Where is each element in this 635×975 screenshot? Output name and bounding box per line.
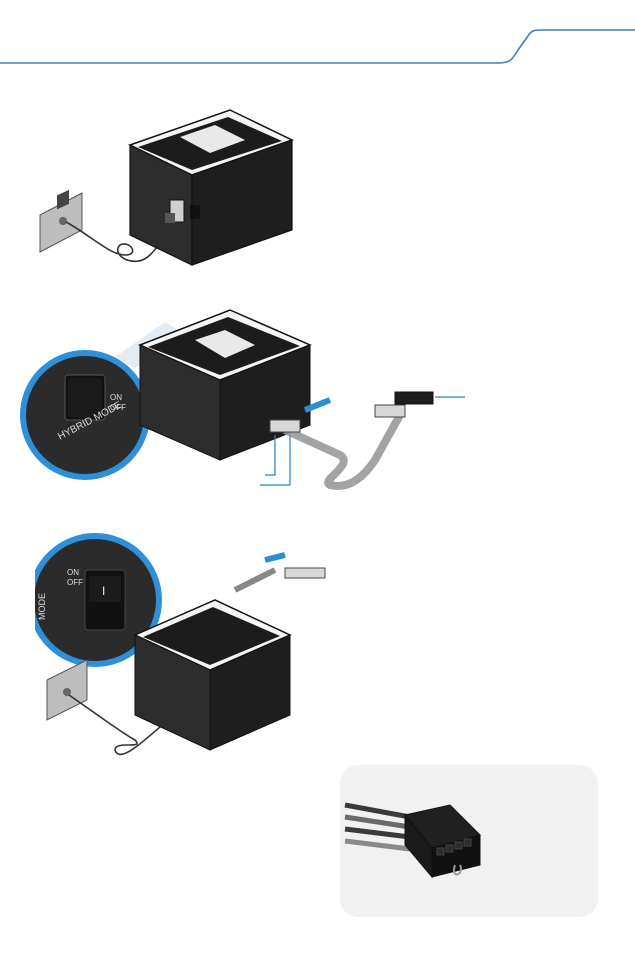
connector-icon [285,568,325,578]
off-label: OFF [67,578,83,587]
wall-outlet-icon [40,190,82,252]
header-tab-line [0,0,635,80]
24-pin-atx-connector-icon [340,765,598,917]
switch-mark: I [102,584,105,598]
plug-icon [165,213,175,223]
psu-ac-power-figure [30,95,320,285]
wall-outlet-icon [47,660,87,720]
cable-icon [235,570,275,590]
connector-callout-panel [340,765,598,917]
power-supply-icon [130,110,292,265]
mode-label: MODE [37,593,47,620]
psu-power-switch-figure: I MODE ON OFF [35,530,345,770]
insert-arrow-icon [265,555,285,560]
psu-hybrid-mode-figure: HYBRID MODE ON OFF [20,300,480,500]
on-label: ON [110,393,122,402]
on-label: ON [67,568,79,577]
off-label: OFF [110,403,126,412]
